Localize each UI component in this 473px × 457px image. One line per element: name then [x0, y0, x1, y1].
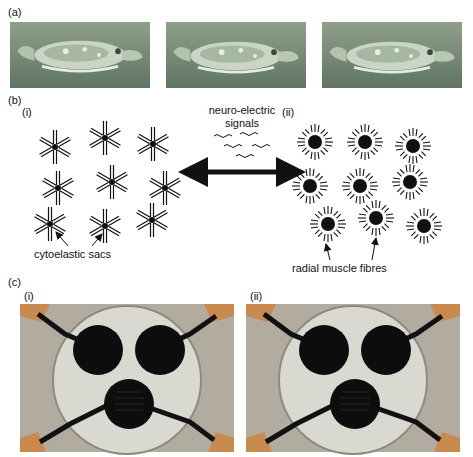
subpanel-label: (ii)	[250, 290, 262, 303]
part-label: radial muscle fibres	[292, 262, 387, 275]
panel-letter: (c)	[8, 276, 21, 289]
signal-label: neuro-electric signals	[198, 104, 286, 130]
panel-letter: (b)	[8, 94, 21, 107]
part-label: cytoelastic sacs	[34, 248, 111, 261]
panel-letter: (a)	[8, 6, 21, 19]
subpanel-label: (i)	[24, 290, 34, 303]
subpanel-label: (ii)	[282, 106, 294, 119]
subpanel-label: (i)	[22, 106, 32, 119]
